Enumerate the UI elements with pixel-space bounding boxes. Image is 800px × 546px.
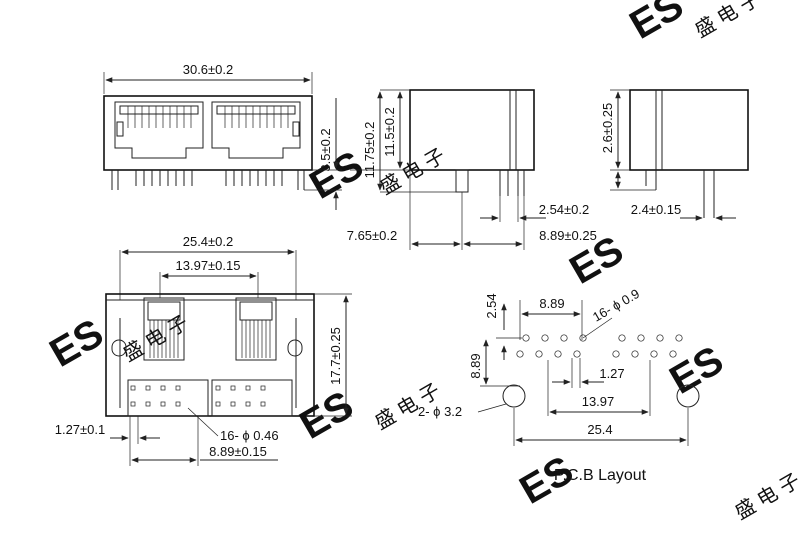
left-port-contacts [127,106,192,128]
watermark-logo: ES [663,338,731,403]
pcb-mount-hole-right [676,384,700,408]
bottom-outer-pitch-label: 25.4±0.2 [183,234,234,249]
bottom-height-label: 17.7±0.25 [328,327,343,385]
side-post-offset-label: 7.65±0.2 [347,228,398,243]
pcb-outer-label: 25.4 [587,422,612,437]
watermark-group: ES 盛 电 子 ES 盛 电 子 ES ES 盛 电 子 ES 盛 电 子 E… [43,0,800,524]
watermark-text: 盛 电 子 [691,0,764,42]
pcb-holes [516,334,683,358]
pcb-mount-hole-left [502,384,526,408]
watermark-text: 盛 电 子 [731,469,800,524]
bottom-inner-pitch-label: 13.97±0.15 [176,258,241,273]
front-view: 30.6±0.2 [103,62,342,210]
side-height-inner-label: 11.5±0.2 [382,107,397,157]
right-jack-contacts [241,320,271,358]
bottom-pin-pitch-label: 1.27±0.1 [55,422,106,437]
pcb-holes-label: 16- ϕ 0.9 [590,286,642,325]
rear-view: 2.6±0.25 2.4±0.15 [600,89,749,221]
side-pin-spacing-label: 2.54±0.2 [539,202,590,217]
bottom-view: 25.4±0.2 13.97±0.15 [55,234,352,466]
front-pins [111,170,305,190]
side-row-offset-label: 8.89±0.25 [539,228,597,243]
pcb-span-label: 8.89 [539,296,564,311]
pcb-inner-label: 13.97 [582,394,615,409]
watermark-logo: ES [623,0,691,48]
watermark-text: 盛 电 子 [119,311,192,366]
side-view: 11.75±0.2 11.5±0.2 2.54±0.2 7.65±0.2 8.8… [347,89,597,250]
front-pin-height-label: 3.5±0.2 [318,128,333,171]
rear-pin-offset-label: 2.4±0.15 [631,202,682,217]
rear-height-label: 2.6±0.25 [600,103,615,154]
right-port-contacts [224,106,289,128]
watermark-logo: ES [43,311,111,376]
left-jack-contacts [149,320,179,358]
bottom-row-span-label: 8.89±0.15 [209,444,267,459]
front-width-label: 30.6±0.2 [183,62,234,77]
pcb-row-gap-label: 2.54 [484,293,499,318]
pcb-mount-holes-label: 2- ϕ 3.2 [418,404,462,419]
pcb-height-label: 8.89 [468,353,483,378]
bottom-holes-label: 16- ϕ 0.46 [220,428,279,443]
side-height-outer-label: 11.75±0.2 [362,122,377,179]
pcb-pitch-label: 1.27 [599,366,624,381]
bottom-pin-pads [127,379,293,417]
pcb-layout-title: P.C.B Layout [554,467,647,484]
